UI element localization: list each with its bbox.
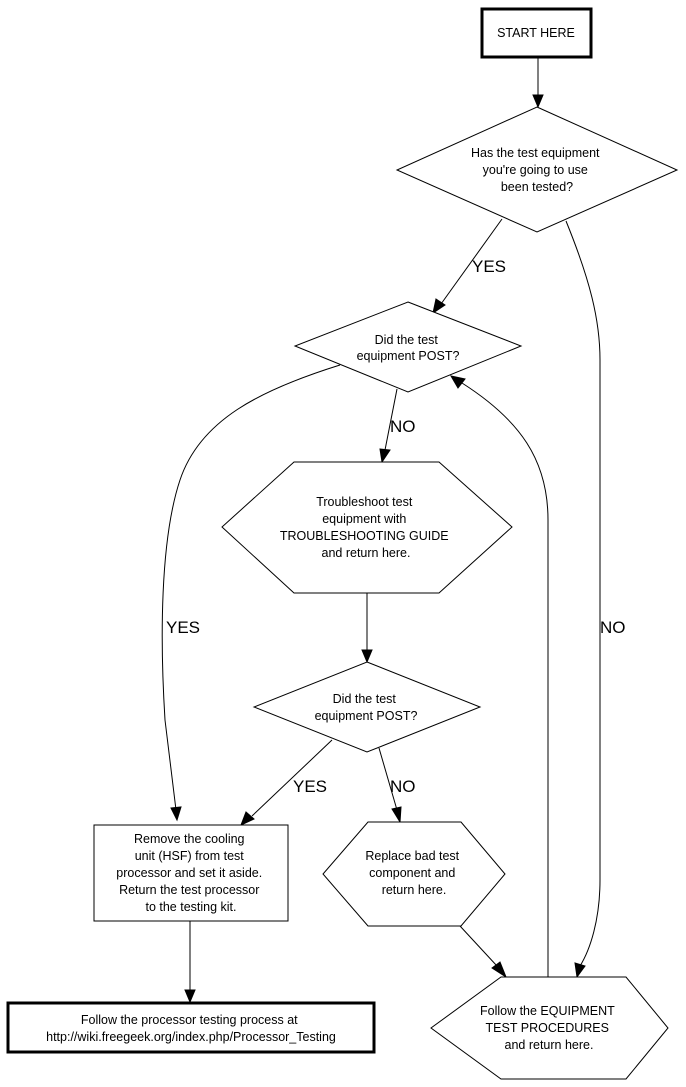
node-q-tested[interactable]: Has the test equipment you're going to u… — [395, 106, 679, 233]
edge-follow-equipment-to-q-post1 — [449, 375, 549, 977]
edge-q-post1-to-remove-hsf-yes: YES — [161, 364, 341, 822]
edge-label-yes: YES — [293, 777, 327, 796]
edge-q-post2-to-remove-hsf-yes: YES — [240, 739, 333, 826]
node-follow-processor[interactable]: Follow the processor testing process at … — [6, 1001, 376, 1054]
edge-troubleshoot-to-q-post2 — [361, 593, 373, 664]
edges: YES NO NO YES YES — [161, 57, 626, 1004]
edge-label-no: NO — [600, 618, 626, 637]
edge-label-yes: YES — [166, 618, 200, 637]
edge-q-tested-to-follow-equipment-no: NO — [565, 220, 626, 979]
node-q-tested-text: Has the test equipment you're going to u… — [471, 146, 603, 194]
edge-q-post2-to-replace-no: NO — [378, 747, 416, 824]
node-remove-hsf-text: Remove the cooling unit (HSF) from test … — [116, 832, 265, 914]
edge-remove-hsf-to-follow-processor — [184, 921, 196, 1004]
node-follow-equipment-text: Follow the EQUIPMENT TEST PROCEDURES and… — [480, 1004, 618, 1052]
node-replace-text: Replace bad test component and return he… — [365, 849, 462, 897]
node-q-post1[interactable]: Did the test equipment POST? — [293, 301, 523, 393]
edge-q-post1-to-troubleshoot-no: NO — [379, 388, 416, 464]
node-remove-hsf[interactable]: Remove the cooling unit (HSF) from test … — [93, 824, 289, 922]
node-start-text: START HERE — [497, 26, 575, 40]
node-q-post2-text: Did the test equipment POST? — [315, 692, 418, 723]
edge-label-no: NO — [390, 777, 416, 796]
edge-label-yes: YES — [472, 257, 506, 276]
edge-start-to-q-tested — [532, 57, 544, 109]
node-q-post2[interactable]: Did the test equipment POST? — [252, 661, 482, 753]
node-troubleshoot-text: Troubleshoot test equipment with TROUBLE… — [280, 495, 452, 560]
node-troubleshoot[interactable]: Troubleshoot test equipment with TROUBLE… — [221, 461, 513, 594]
node-replace[interactable]: Replace bad test component and return he… — [322, 821, 506, 927]
node-start[interactable]: START HERE — [480, 7, 593, 59]
node-q-post1-text: Did the test equipment POST? — [357, 333, 460, 363]
edge-replace-to-follow-equipment — [459, 925, 508, 979]
edge-q-tested-to-q-post1-yes: YES — [432, 218, 506, 315]
edge-label-no: NO — [390, 417, 416, 436]
node-follow-processor-text: Follow the processor testing process at … — [46, 1013, 336, 1044]
node-follow-equipment[interactable]: Follow the EQUIPMENT TEST PROCEDURES and… — [430, 976, 669, 1080]
